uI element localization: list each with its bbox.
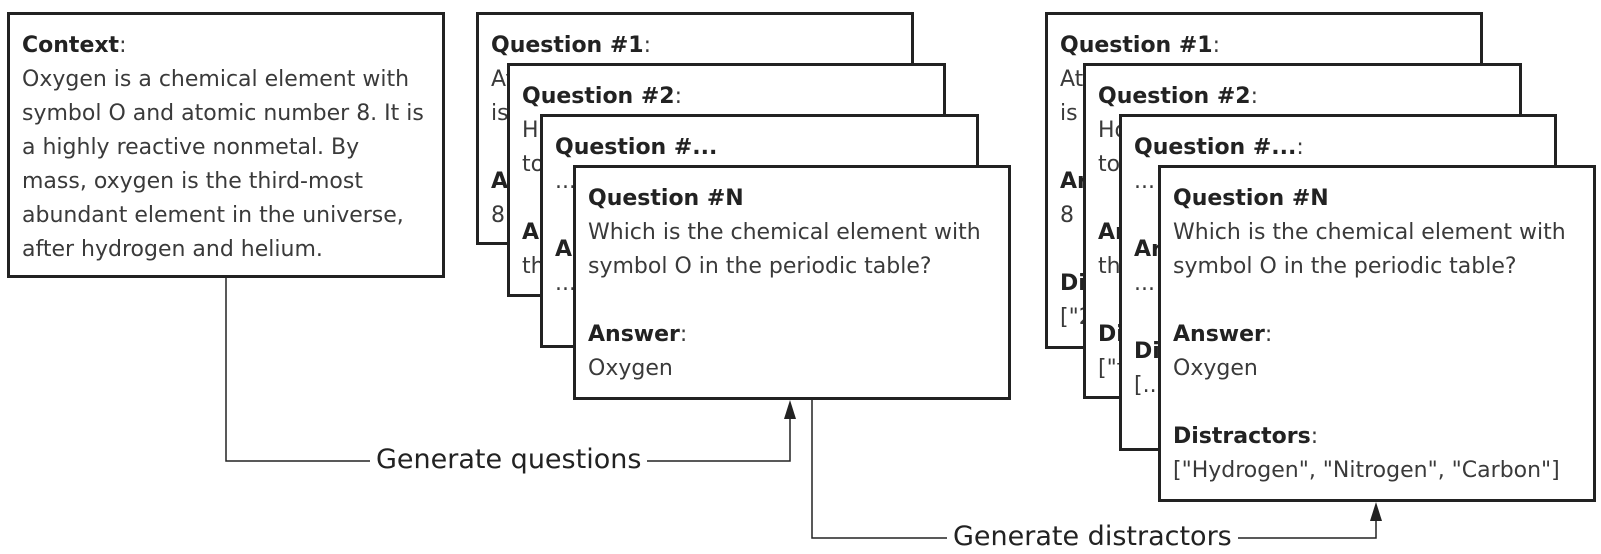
context-text: Oxygen is a chemical element with symbol…	[22, 67, 424, 262]
distractor-card-2-title: Question #2	[1098, 84, 1251, 109]
distractor-card-2-answer-value: th	[1098, 254, 1121, 279]
question-card-3-title: Question #...	[555, 135, 718, 160]
question-card-n-answer-title: Answer	[588, 322, 680, 347]
distractor-card-n-answer-value: Oxygen	[1173, 356, 1258, 381]
distractor-card-3-line1: ...	[1134, 169, 1155, 194]
distractor-card-3-distractor-title: Di	[1134, 339, 1160, 364]
generate-questions-arrowhead	[784, 400, 796, 419]
generate-questions-label: Generate questions	[370, 443, 648, 477]
context-box: Context: Oxygen is a chemical element wi…	[7, 12, 445, 278]
question-card-2-answer-title: A	[522, 220, 540, 245]
distractor-card-1-distractor-title: Di	[1060, 271, 1086, 296]
generate-distractors-label: Generate distractors	[947, 520, 1238, 554]
question-card-2-answer-value: th	[522, 254, 545, 279]
distractor-card-n-answer-title: Answer	[1173, 322, 1265, 347]
distractor-card-n-distractors-value: ["Hydrogen", "Nitrogen", "Carbon"]	[1173, 458, 1560, 483]
question-card-n: Question #N Which is the chemical elemen…	[573, 165, 1011, 400]
question-card-1-title: Question #1	[491, 33, 644, 58]
question-card-1-answer-value: 8	[491, 203, 505, 228]
question-card-3-line1: ...	[555, 169, 576, 194]
distractor-card-n-title: Question #N	[1173, 186, 1329, 211]
distractor-card-3-answer-title: Ar	[1134, 237, 1162, 262]
context-title: Context	[22, 33, 120, 58]
question-card-2-line2: to	[522, 152, 545, 177]
distractor-card-n: Question #N Which is the chemical elemen…	[1158, 165, 1596, 502]
question-card-2-title: Question #2	[522, 84, 675, 109]
distractor-card-2-line2: to	[1098, 152, 1121, 177]
question-card-3-answer-value: ...	[555, 271, 576, 296]
question-card-3-answer-title: A	[555, 237, 573, 262]
distractor-card-1-title: Question #1	[1060, 33, 1213, 58]
question-card-1-answer-title: A	[491, 169, 509, 194]
distractor-card-n-distractors-title: Distractors	[1173, 424, 1311, 449]
question-card-n-answer-value: Oxygen	[588, 356, 673, 381]
question-card-n-question-line2: symbol O in the periodic table?	[588, 254, 932, 279]
distractor-card-n-question-line1: Which is the chemical element with	[1173, 220, 1566, 245]
question-card-2-line1: H	[522, 118, 539, 143]
distractor-card-n-question-line2: symbol O in the periodic table?	[1173, 254, 1517, 279]
distractor-card-1-line2: is	[1060, 101, 1078, 126]
question-card-n-question-line1: Which is the chemical element with	[588, 220, 981, 245]
question-card-1-line2: is	[491, 101, 509, 126]
generate-distractors-arrowhead	[1370, 502, 1382, 521]
distractor-card-3-title: Question #...	[1134, 135, 1297, 160]
question-card-n-title: Question #N	[588, 186, 744, 211]
distractor-card-1-answer-value: 8	[1060, 203, 1074, 228]
distractor-card-3-answer-value: ...	[1134, 271, 1155, 296]
distractor-card-1-line1: At	[1060, 67, 1084, 92]
